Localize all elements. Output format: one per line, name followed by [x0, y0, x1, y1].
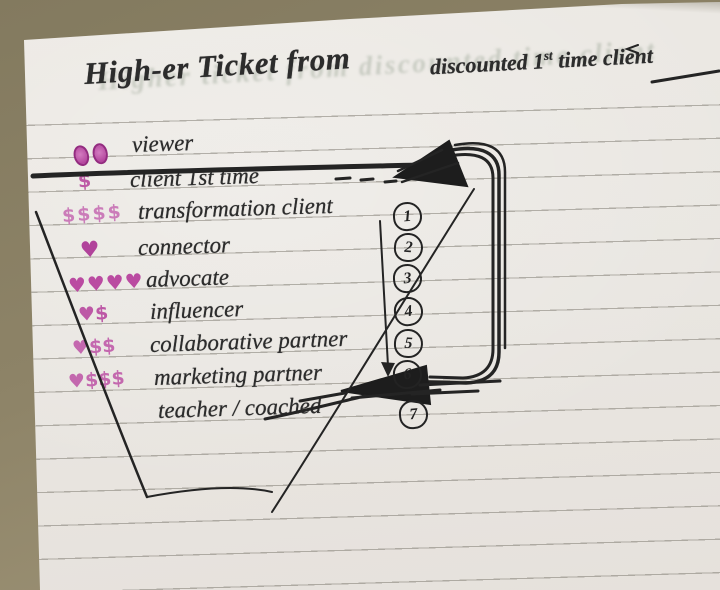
eyes-icon [71, 142, 114, 172]
row-label-viewer: viewer [131, 130, 194, 157]
row-label-teacher-coached: teacher / coached [157, 392, 322, 423]
value-symbols-heart-3dollars: ♥$$$ [67, 367, 126, 393]
eye-left [71, 143, 92, 168]
value-symbols-heart-dollar: ♥$ [77, 301, 109, 327]
value-symbols-dollar: $ [77, 169, 92, 193]
title-time-client: time client [552, 42, 654, 73]
row-label-influencer: influencer [149, 296, 244, 324]
row-label-connector: connector [137, 232, 231, 260]
row-label-marketing-partner: marketing partner [153, 359, 323, 390]
value-symbols-heart-dollars: ♥$$ [71, 334, 117, 360]
row-label-advocate: advocate [145, 264, 230, 292]
title-discounted: discounted 1 [429, 48, 545, 80]
value-symbols-heart: ♥ [79, 237, 101, 264]
eye-right [91, 142, 110, 166]
title-t-crossbar [650, 69, 720, 84]
row-label-client-1st-time: client 1st time [129, 162, 260, 192]
value-symbols-dollars: $$$$ [61, 200, 124, 228]
